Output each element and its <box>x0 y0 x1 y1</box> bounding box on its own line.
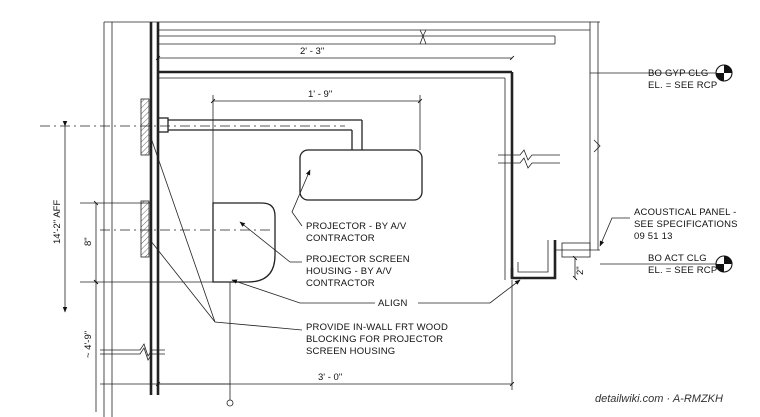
dim-projector-offset: 1' - 9" <box>308 89 332 100</box>
screen-note-line-3: CONTRACTOR <box>306 278 375 289</box>
left-wall <box>100 21 165 417</box>
act-label-line-2: EL. = SEE RCP <box>648 265 717 276</box>
acoustical-note-line-2: SEE SPECIFICATIONS <box>634 219 738 230</box>
screen-housing <box>212 202 276 283</box>
act-label-line-1: BO ACT CLG <box>648 253 707 264</box>
lower-blocking <box>140 200 150 258</box>
elevation-target-icon <box>715 255 733 273</box>
dim-housing-height: 8" <box>83 237 94 246</box>
screen-note-line-1: PROJECTOR SCREEN <box>306 254 410 265</box>
projector-note-line-2: CONTRACTOR <box>306 233 375 244</box>
gyp-label-line-1: BO GYP CLG <box>648 68 708 79</box>
projector-body <box>299 149 423 201</box>
dim-lower-height: ~ 4'-9" <box>83 331 94 358</box>
acoustical-note-line-1: ACOUSTICAL PANEL - <box>634 207 737 218</box>
right-wall <box>498 22 601 280</box>
blocking-note-line-3: SCREEN HOUSING <box>306 346 395 357</box>
upper-blocking <box>140 98 150 156</box>
gyp-label-line-2: EL. = SEE RCP <box>648 80 717 91</box>
elevation-marker-gyp: BO GYP CLG EL. = SEE RCP <box>648 64 733 91</box>
align-note: ALIGN <box>378 298 408 309</box>
blocking-note-line-1: PROVIDE IN-WALL FRT WOOD <box>306 322 448 333</box>
ceiling-structure <box>158 21 600 79</box>
blocking-note-line-2: BLOCKING FOR PROJECTOR <box>306 334 443 345</box>
watermark: detailwiki.com · A-RMZKH <box>595 393 723 405</box>
leader-lines <box>149 72 720 331</box>
projector-assembly <box>157 117 423 201</box>
projector-note: PROJECTOR - BY A/V CONTRACTOR <box>306 221 407 244</box>
dim-bottom-width: 3' - 0" <box>318 372 342 383</box>
dim-panel-depth: 2" <box>575 266 586 275</box>
screen-note-line-2: HOUSING - BY A/V <box>306 266 392 277</box>
dim-top-width: 2' - 3" <box>300 46 324 57</box>
dimension-lines <box>62 55 578 412</box>
elevation-target-icon <box>715 64 733 82</box>
blocking-note: PROVIDE IN-WALL FRT WOOD BLOCKING FOR PR… <box>306 322 448 357</box>
elevation-marker-act: BO ACT CLG EL. = SEE RCP <box>648 253 733 276</box>
projector-note-line-1: PROJECTOR - BY A/V <box>306 221 407 232</box>
ref-endpoint <box>226 399 234 407</box>
acoustical-note: ACOUSTICAL PANEL - SEE SPECIFICATIONS 09… <box>634 207 738 242</box>
screen-housing-note: PROJECTOR SCREEN HOUSING - BY A/V CONTRA… <box>306 254 410 289</box>
dim-height-aff: 14'-2" AFF <box>52 200 63 244</box>
acoustical-note-line-3: 09 51 13 <box>634 231 673 242</box>
